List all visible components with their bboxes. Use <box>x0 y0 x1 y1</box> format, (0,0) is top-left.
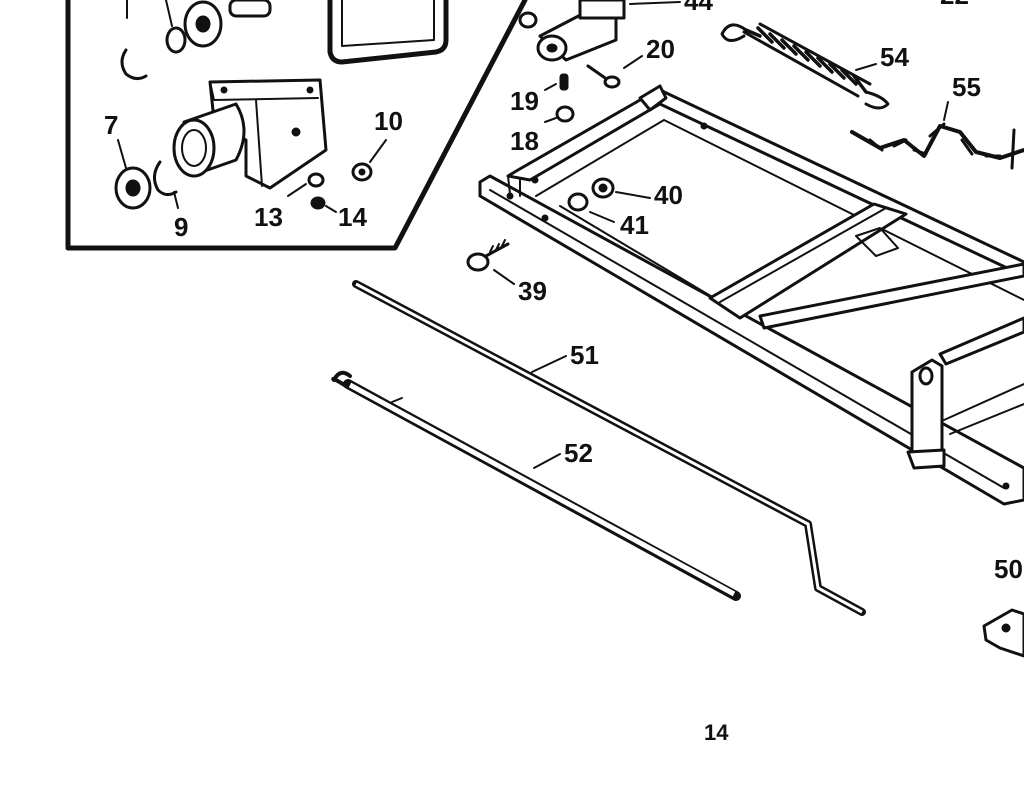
callout-20: 20 <box>646 34 675 64</box>
frame-assembly <box>478 84 1024 506</box>
callout-40: 40 <box>654 180 683 210</box>
page-number: 14 <box>704 720 729 745</box>
callout-14: 14 <box>338 202 367 232</box>
bracket-50 <box>982 608 1024 658</box>
bolt-20 <box>586 55 643 89</box>
callout-52: 52 <box>564 438 593 468</box>
callout-54: 54 <box>880 42 909 72</box>
screw-19 <box>544 73 569 91</box>
nut-14 <box>310 196 337 213</box>
callout-39: 39 <box>518 276 547 306</box>
spring-54 <box>720 22 890 110</box>
callout-50: 50 <box>994 554 1023 584</box>
bolt-39 <box>466 239 515 285</box>
nut-40 <box>591 177 651 199</box>
callout-51: 51 <box>570 340 599 370</box>
callout-22: 22 <box>940 0 969 10</box>
callout-9: 9 <box>174 212 188 242</box>
callout-18: 18 <box>510 126 539 156</box>
callout-10: 10 <box>374 106 403 136</box>
washer-13 <box>287 172 325 197</box>
callout-55: 55 <box>952 72 981 102</box>
rod-51 <box>352 280 866 616</box>
rod-52 <box>331 370 741 601</box>
nut-10 <box>351 139 387 182</box>
callout-19: 19 <box>510 86 539 116</box>
washer-41 <box>567 192 615 223</box>
yoke-44 <box>518 0 681 62</box>
inset-detail-box <box>65 0 528 251</box>
bearing-housing <box>172 78 328 190</box>
washer-18 <box>544 105 575 123</box>
callout-7: 7 <box>104 110 118 140</box>
inset-bearing-top <box>120 0 272 81</box>
bearing-7 <box>114 139 179 210</box>
callout-41: 41 <box>620 210 649 240</box>
chain-55 <box>850 101 1024 170</box>
callout-44: 44 <box>684 0 713 16</box>
gasket <box>327 0 449 65</box>
callout-13: 13 <box>254 202 283 232</box>
